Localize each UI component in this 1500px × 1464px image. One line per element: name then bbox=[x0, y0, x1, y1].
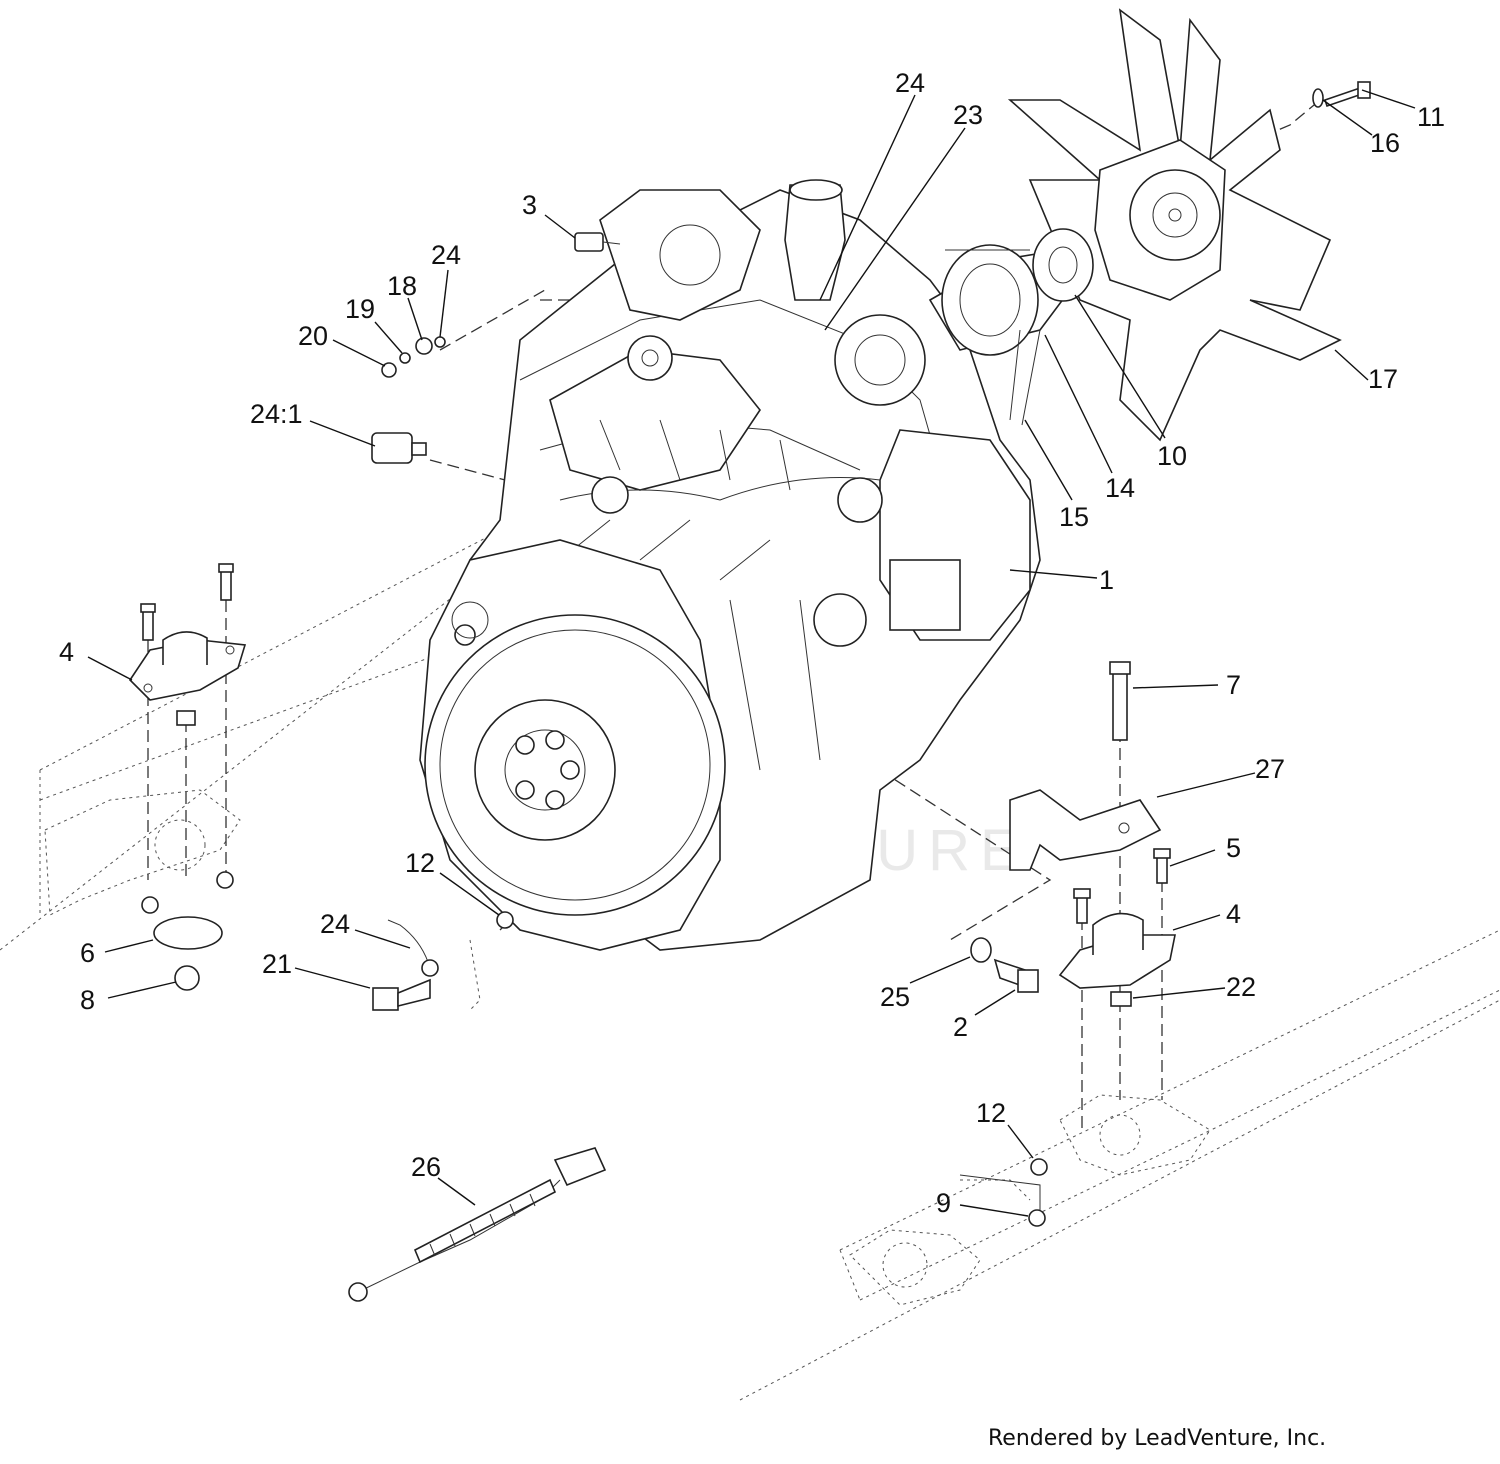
frame-rail-left bbox=[0, 519, 561, 951]
callout-12-center: 12 bbox=[405, 848, 435, 878]
right-ground-hardware bbox=[959, 1158, 1048, 1227]
callout-12-right: 12 bbox=[976, 1098, 1006, 1128]
callout-21: 21 bbox=[262, 949, 292, 979]
fan-assembly bbox=[1007, 8, 1342, 442]
callout-17: 17 bbox=[1368, 364, 1398, 394]
callout-14: 14 bbox=[1105, 473, 1135, 503]
callout-25: 25 bbox=[880, 982, 910, 1012]
engine-assembly bbox=[419, 179, 1071, 951]
ground-hardware bbox=[372, 911, 514, 1011]
frame-rail-right bbox=[469, 929, 1500, 1401]
callout-24-1: 24:1 bbox=[250, 399, 303, 429]
leader-lines bbox=[87, 89, 1416, 1217]
callout-8: 8 bbox=[80, 985, 95, 1015]
fan-spacer-pulley-belt bbox=[941, 228, 1094, 426]
washer-16 bbox=[1312, 88, 1324, 108]
callout-5: 5 bbox=[1226, 833, 1241, 863]
callout-23: 23 bbox=[953, 100, 983, 130]
sender-24-1 bbox=[371, 432, 427, 464]
callout-labels: 24 23 11 16 3 24 18 19 20 17 24:1 10 14 … bbox=[59, 68, 1445, 1218]
callout-24-upper-left: 24 bbox=[431, 240, 461, 270]
callout-24-lower: 24 bbox=[320, 909, 350, 939]
callout-19: 19 bbox=[345, 294, 375, 324]
callout-22: 22 bbox=[1226, 972, 1256, 1002]
callout-1: 1 bbox=[1099, 565, 1114, 595]
callout-24: 24 bbox=[895, 68, 925, 98]
render-credit: Rendered by LeadVenture, Inc. bbox=[988, 1426, 1327, 1451]
callout-27: 27 bbox=[1255, 754, 1285, 784]
callout-11: 11 bbox=[1417, 102, 1445, 132]
callout-6: 6 bbox=[80, 938, 95, 968]
washer-25-bolt-2 bbox=[970, 937, 1039, 993]
callout-4-left: 4 bbox=[59, 637, 74, 667]
callout-15: 15 bbox=[1059, 502, 1089, 532]
callout-16: 16 bbox=[1370, 128, 1400, 158]
bolt-11 bbox=[1323, 81, 1371, 108]
right-engine-mount bbox=[1009, 661, 1176, 1007]
callout-9: 9 bbox=[936, 1188, 951, 1218]
sensor-3 bbox=[574, 232, 621, 252]
left-engine-mount bbox=[128, 563, 247, 991]
hardware-stack bbox=[381, 336, 446, 378]
callout-26: 26 bbox=[411, 1152, 441, 1182]
callout-7: 7 bbox=[1226, 670, 1241, 700]
callout-4-right: 4 bbox=[1226, 899, 1241, 929]
callout-18: 18 bbox=[387, 271, 417, 301]
callout-3: 3 bbox=[522, 190, 537, 220]
callout-20: 20 bbox=[298, 321, 328, 351]
wire-harness-26 bbox=[348, 1147, 607, 1302]
callout-2: 2 bbox=[953, 1012, 968, 1042]
callout-10: 10 bbox=[1157, 441, 1187, 471]
